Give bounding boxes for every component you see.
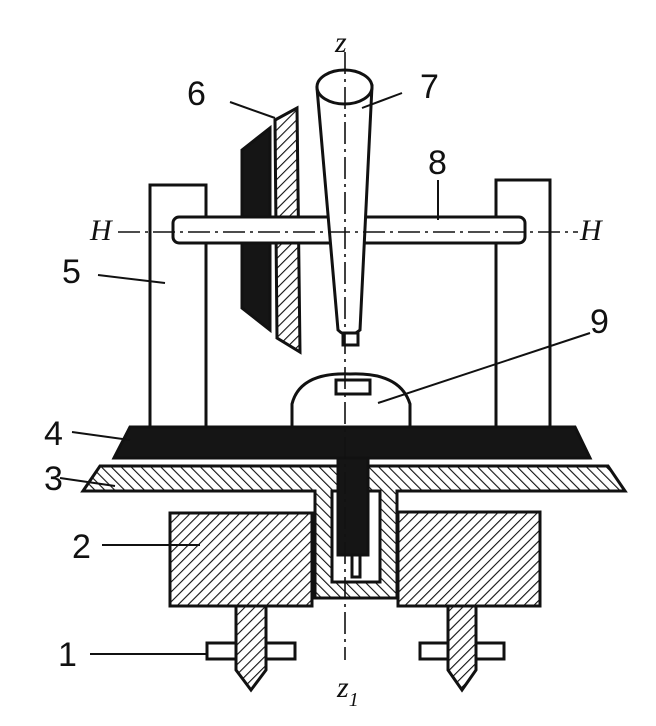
part-label-6: 6 [187,75,206,113]
dark-stem [336,456,370,557]
dark-slab [111,425,593,460]
part-label-9: 9 [590,303,609,341]
axis-z1-label: z1 [336,671,359,711]
dome [290,372,412,430]
part-label-7: 7 [420,68,439,106]
left-pin [234,604,268,693]
stem-gap [350,553,362,579]
axis-h-right-label: H [579,214,604,247]
part-label-4: 4 [44,415,63,453]
part-label-5: 5 [62,253,81,291]
leader-4 [71,431,131,441]
part-label-2: 2 [72,528,91,566]
right-base-block [396,510,542,608]
leader-7 [361,92,403,109]
leader-6 [229,101,276,119]
part-label-1: 1 [58,636,77,674]
leader-9 [377,332,591,404]
dome-cap [334,378,372,396]
left-base-block [168,511,314,608]
leader-3 [59,477,116,487]
part-label-3: 3 [44,460,63,498]
tube-tip [341,331,360,347]
axis-h-left-label: H [89,214,114,247]
part-label-8: 8 [428,144,447,182]
right-pin [446,604,478,693]
leader-5 [97,274,166,284]
axis-z-top-label: z [334,26,347,59]
